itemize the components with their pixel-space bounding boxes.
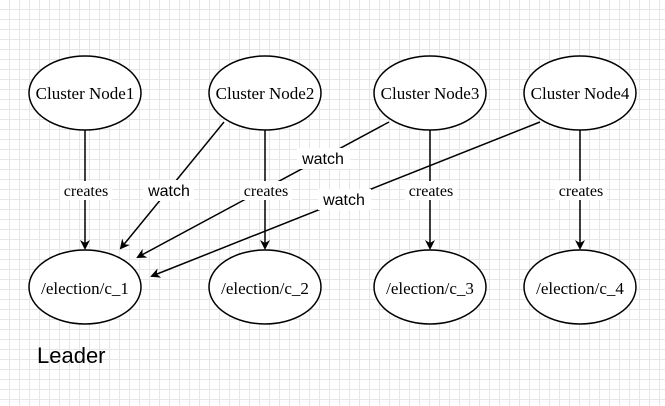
svg-text:creates: creates: [244, 183, 288, 200]
cluster-node-4-label: Cluster Node4: [531, 84, 630, 103]
znode-c4[interactable]: /election/c_4: [523, 249, 637, 325]
svg-text:watch: watch: [301, 151, 344, 168]
svg-text:creates: creates: [409, 183, 453, 200]
cluster-node-2[interactable]: Cluster Node2: [208, 55, 322, 131]
edge-label-creates-2: creates: [240, 181, 292, 200]
znode-c2[interactable]: /election/c_2: [208, 249, 322, 325]
cluster-node-3-label: Cluster Node3: [381, 84, 480, 103]
znode-c1-label: /election/c_1: [41, 279, 129, 298]
cluster-node-1-label: Cluster Node1: [36, 84, 135, 103]
leader-label: Leader: [37, 343, 106, 368]
cluster-node-1[interactable]: Cluster Node1: [28, 55, 142, 131]
edge-label-creates-4: creates: [555, 181, 607, 200]
znode-c2-label: /election/c_2: [221, 279, 309, 298]
znode-c3[interactable]: /election/c_3: [373, 249, 487, 325]
cluster-node-4[interactable]: Cluster Node4: [523, 55, 637, 131]
edge-label-creates-1: creates: [60, 181, 112, 200]
svg-text:creates: creates: [64, 183, 108, 200]
edge-label-watch-node3: watch: [297, 148, 350, 169]
svg-text:watch: watch: [322, 192, 365, 209]
svg-text:creates: creates: [559, 183, 603, 200]
znode-c4-label: /election/c_4: [536, 279, 624, 298]
cluster-node-2-label: Cluster Node2: [216, 84, 315, 103]
svg-text:watch: watch: [147, 183, 190, 200]
cluster-node-3[interactable]: Cluster Node3: [373, 55, 487, 131]
edge-label-watch-node2: watch: [143, 180, 194, 201]
znode-c1[interactable]: /election/c_1: [28, 249, 142, 325]
znode-c3-label: /election/c_3: [386, 279, 474, 298]
edge-label-watch-node4: watch: [318, 189, 371, 210]
edge-label-creates-3: creates: [405, 181, 457, 200]
